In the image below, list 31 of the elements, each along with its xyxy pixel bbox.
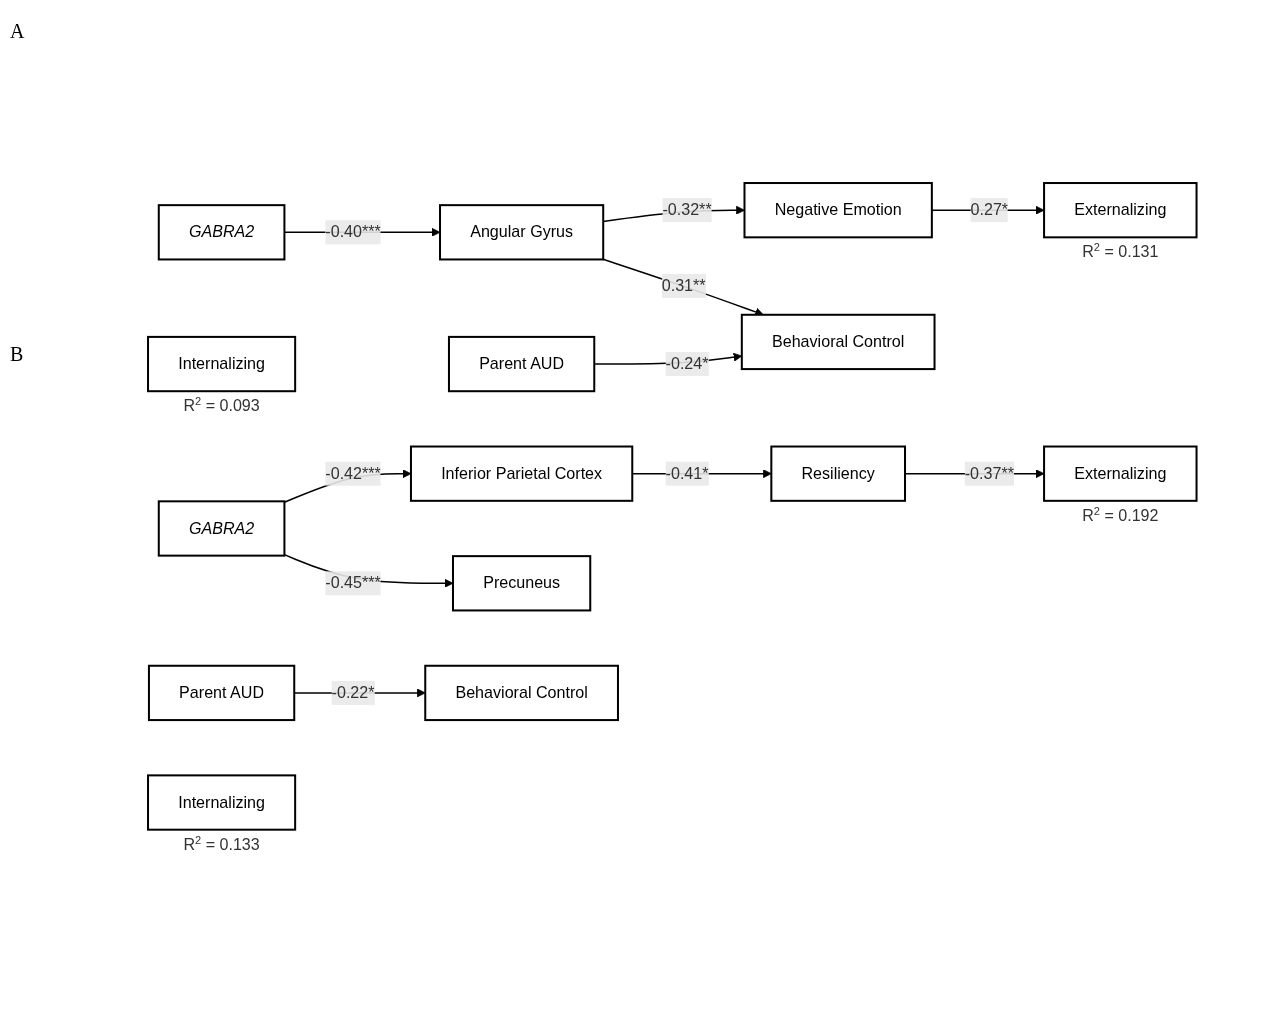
edge-label: -0.42*** [325, 464, 381, 482]
node-box: Parent AUD [147, 664, 295, 722]
r-squared-text: R$^{2}$ = 0.192 [1081, 505, 1159, 524]
r-squared-text: R$^{2}$ = 0.131 [1081, 241, 1159, 261]
panel-label: B [10, 343, 25, 366]
edge-label: -0.41* [665, 464, 709, 482]
node-box: Precuneus [451, 555, 591, 612]
node-box: Parent AUD [447, 335, 595, 393]
r-squared-text: R$^{2}$ = 0.093 [183, 395, 260, 415]
edge-label: -0.32** [662, 201, 712, 219]
edge-label: 0.27* [970, 201, 1008, 219]
node-box: Externalizing [1042, 445, 1198, 502]
node-box: Angular Gyrus [438, 204, 604, 261]
node-box: Negative Emotion [743, 182, 933, 239]
edge-label: -0.45*** [325, 574, 381, 592]
node-box: Externalizing [1042, 182, 1198, 239]
node-box: Behavioral Control [423, 664, 619, 722]
r-squared-text: R$^{2}$ = 0.133 [183, 833, 260, 853]
panel-label: A [10, 20, 26, 43]
node-box: Internalizing [146, 774, 296, 831]
edge-label: -0.37** [964, 464, 1014, 482]
edge-label: 0.31** [661, 277, 706, 295]
edge-label: -0.40*** [325, 223, 381, 241]
node-box: Inferior Parietal Cortex [409, 445, 633, 502]
node-box: GABRA2 [157, 500, 286, 557]
edge-label: -0.24* [665, 355, 709, 373]
node-box: GABRA2 [157, 204, 286, 261]
node-box: Internalizing [146, 335, 296, 393]
edge-label: -0.22* [331, 683, 375, 702]
node-box: Behavioral Control [740, 313, 936, 371]
node-box: Resiliency [770, 445, 906, 502]
